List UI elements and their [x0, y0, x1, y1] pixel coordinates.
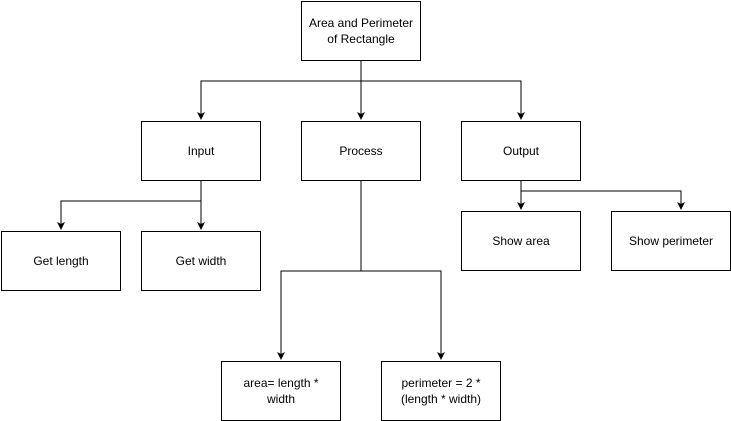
node-get-length: Get length — [1, 231, 121, 291]
node-input: Input — [141, 121, 261, 181]
node-output: Output — [461, 121, 581, 181]
edge-process-perimeter-formula — [361, 270, 445, 360]
edge-root-output — [361, 80, 525, 120]
edge-process-area-formula — [277, 181, 362, 360]
node-area-and-perimeter: Area and Perimeter of Rectangle — [301, 1, 421, 61]
node-perimeter-formula: perimeter = 2 * (length * width) — [381, 361, 501, 421]
edge-root-input — [197, 61, 362, 120]
node-show-area: Show area — [461, 211, 581, 271]
edge-output-show-perimeter — [521, 190, 685, 210]
edge-input-get-length — [57, 181, 202, 230]
node-get-width: Get width — [141, 231, 261, 291]
node-area-formula: area= length * width — [221, 361, 341, 421]
node-show-perimeter: Show perimeter — [611, 211, 731, 271]
node-process: Process — [301, 121, 421, 181]
